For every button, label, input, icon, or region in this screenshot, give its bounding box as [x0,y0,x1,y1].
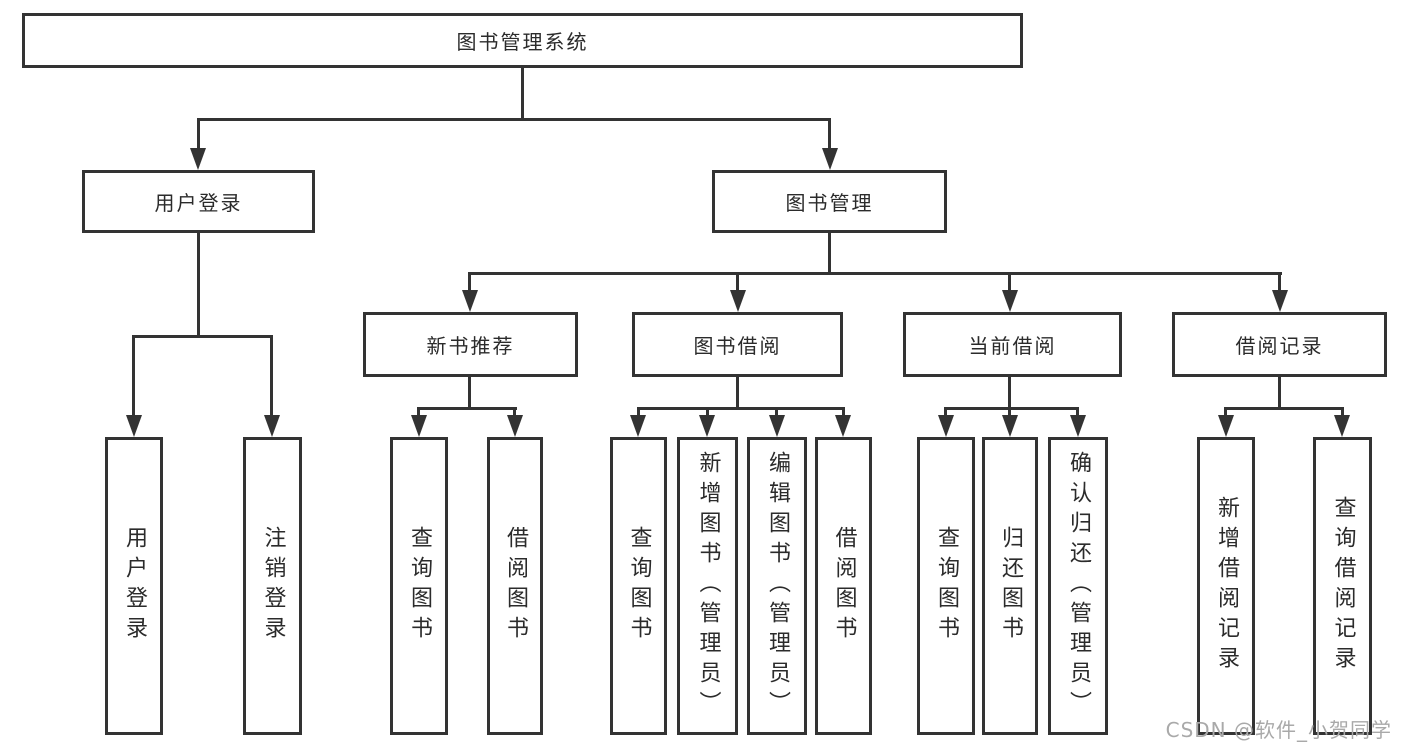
arrowhead-leaf-logout [264,415,280,437]
connector-drop-cb-return [1008,407,1011,419]
connector-drop-nb-query [417,407,420,419]
arrowhead-new-book [462,290,478,312]
connector-drop-cb-query [944,407,947,419]
arrowhead-leaf-login [126,415,142,437]
connector-new-book-bar [417,407,517,410]
arrowhead-current [1002,290,1018,312]
arrowhead-bb-edit [769,415,785,437]
connector-level3-bar [468,272,1282,275]
connector-records-stem [1278,377,1281,407]
connector-current-bar [944,407,1079,410]
leaf-logout: 注销登录 [243,437,302,735]
arrowhead-book-mgmt [822,148,838,170]
connector-drop-book-mgmt [828,118,831,150]
leaf-user-login: 用户登录 [105,437,163,735]
arrowhead-user-login [190,148,206,170]
arrowhead-bb-borrow [835,415,851,437]
leaf-query-books-borrowing: 查询图书 [610,437,667,735]
node-new-book-recommend: 新书推荐 [363,312,578,377]
leaf-query-books-current: 查询图书 [917,437,975,735]
connector-user-login-bar [132,335,273,338]
leaf-edit-books-admin: 编辑图书（管理员） [747,437,807,735]
connector-drop-br-add [1224,407,1227,419]
leaf-confirm-return-admin: 确认归还（管理员） [1048,437,1108,735]
connector-drop-current [1008,272,1011,292]
connector-drop-bb-add [706,407,709,419]
connector-drop-bb-edit [775,407,778,419]
connector-drop-user-login [197,118,200,150]
node-borrow-records: 借阅记录 [1172,312,1387,377]
csdn-watermark: CSDN @软件_小贺同学 [1165,718,1392,742]
arrowhead-cb-return [1002,415,1018,437]
leaf-query-books-recommend: 查询图书 [390,437,448,735]
arrowhead-nb-query [411,415,427,437]
arrowhead-cb-confirm [1070,415,1086,437]
node-user-login: 用户登录 [82,170,315,233]
connector-drop-bb-borrow [842,407,845,419]
connector-book-mgmt-stem [828,233,831,272]
arrowhead-bb-query [630,415,646,437]
connector-root-stem [521,68,524,118]
leaf-add-borrow-record: 新增借阅记录 [1197,437,1255,735]
connector-drop-leaf-login [132,335,135,417]
connector-drop-leaf-logout [270,335,273,417]
leaf-query-borrow-record: 查询借阅记录 [1313,437,1372,735]
arrowhead-cb-query [938,415,954,437]
arrowhead-br-add [1218,415,1234,437]
arrowhead-bb-add [699,415,715,437]
connector-drop-records [1278,272,1281,292]
connector-borrowing-stem [736,377,739,407]
arrowhead-nb-borrow [507,415,523,437]
arrowhead-records [1272,290,1288,312]
leaf-return-books: 归还图书 [982,437,1038,735]
connector-current-stem [1008,377,1011,407]
connector-drop-br-query [1341,407,1344,419]
arrowhead-borrowing [730,290,746,312]
node-current-borrowing: 当前借阅 [903,312,1122,377]
connector-records-bar [1224,407,1344,410]
leaf-borrow-books-borrowing: 借阅图书 [815,437,872,735]
leaf-add-books-admin: 新增图书（管理员） [677,437,738,735]
node-book-management: 图书管理 [712,170,947,233]
connector-user-login-stem [197,233,200,335]
connector-drop-cb-confirm [1076,407,1079,419]
connector-drop-bb-query [637,407,640,419]
connector-drop-new-book [468,272,471,292]
leaf-borrow-books-recommend: 借阅图书 [487,437,543,735]
connector-drop-borrowing [736,272,739,292]
node-book-borrowing: 图书借阅 [632,312,843,377]
node-library-system-root: 图书管理系统 [22,13,1023,68]
connector-level2-bar [197,118,831,121]
connector-borrowing-bar [637,407,845,410]
connector-drop-nb-borrow [513,407,516,419]
arrowhead-br-query [1334,415,1350,437]
connector-new-book-stem [468,377,471,407]
